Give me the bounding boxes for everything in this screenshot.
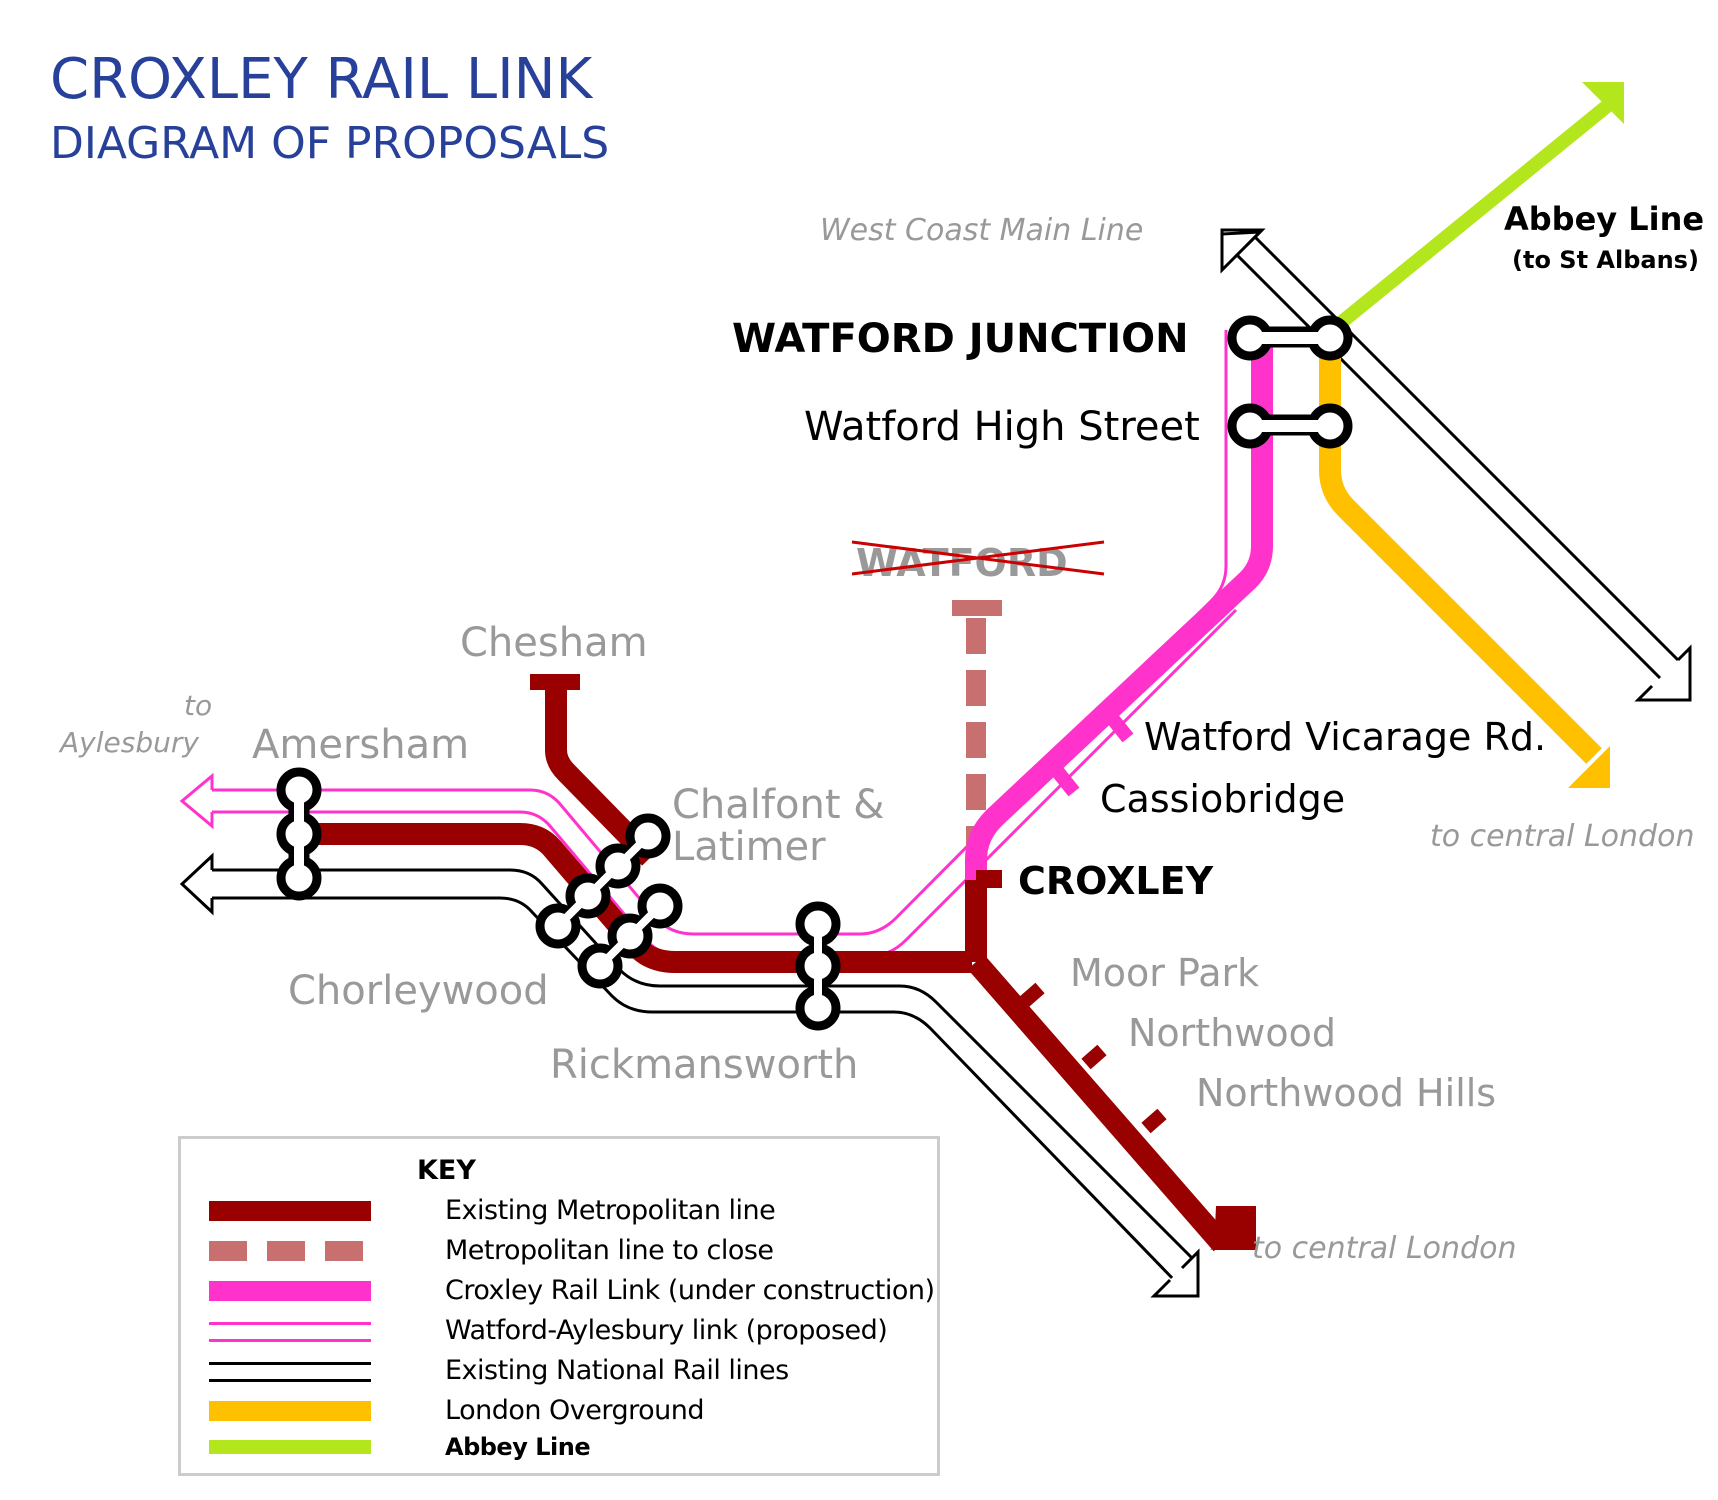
key-title: KEY <box>417 1155 476 1186</box>
label-to-aylesbury-line2: Aylesbury <box>58 726 199 759</box>
label-northwood[interactable]: Northwood <box>1128 1011 1336 1055</box>
wcml-arrow-south-icon <box>1634 644 1692 702</box>
key-item-metropolitan-to-close: Metropolitan line to close <box>209 1233 929 1269</box>
label-west-coast-main-line: West Coast Main Line <box>820 213 1143 248</box>
label-chesham[interactable]: Chesham <box>460 620 648 666</box>
key-label: Abbey Line <box>445 1433 591 1461</box>
key-swatch-watford-aylesbury-link <box>209 1322 371 1342</box>
croxley-rail-link <box>965 340 1273 880</box>
wcml-arrow-north-icon <box>1220 228 1266 274</box>
label-chalfont-latimer-line2[interactable]: Latimer <box>672 824 826 870</box>
croxley-station-tick <box>976 870 1002 888</box>
key-item-existing-metropolitan: Existing Metropolitan line <box>209 1193 929 1229</box>
key-swatch-metropolitan-to-close <box>209 1241 371 1261</box>
key-item-london-overground: London Overground <box>209 1393 929 1429</box>
metropolitan-station-ticks <box>1019 982 1167 1134</box>
station-tick-moor-park <box>1019 982 1045 1008</box>
key-label: Croxley Rail Link (under construction) <box>445 1275 935 1306</box>
label-cassiobridge[interactable]: Cassiobridge <box>1100 777 1345 821</box>
label-watford-high-street[interactable]: Watford High Street <box>804 404 1200 450</box>
overground-arrow-icon <box>1568 746 1610 788</box>
label-abbey-line: Abbey Line <box>1504 200 1704 238</box>
chiltern-arrow-south-icon <box>1150 1248 1200 1298</box>
map-key: KEY Existing Metropolitan line Metropoli… <box>178 1136 940 1476</box>
station-rickmansworth[interactable] <box>795 901 841 1031</box>
label-watford-junction[interactable]: WATFORD JUNCTION <box>732 316 1189 362</box>
label-chorleywood[interactable]: Chorleywood <box>288 968 549 1014</box>
aylesbury-arrow-west-icon <box>179 772 214 830</box>
london-overground-line <box>1319 340 1602 764</box>
station-tick-watford-vicarage-rd <box>1106 713 1134 743</box>
key-swatch-national-rail <box>209 1362 371 1382</box>
station-tick-cassiobridge <box>1052 767 1080 797</box>
key-swatch-croxley-rail-link <box>209 1281 371 1301</box>
label-northwood-hills[interactable]: Northwood Hills <box>1196 1071 1496 1115</box>
label-moor-park[interactable]: Moor Park <box>1070 951 1259 995</box>
key-label: Existing Metropolitan line <box>445 1195 776 1226</box>
key-swatch-london-overground <box>209 1401 371 1421</box>
station-watford-junction[interactable] <box>1227 315 1353 361</box>
diagram-title: CROXLEY RAIL LINK <box>50 47 593 112</box>
croxley-link-station-ticks <box>1052 713 1134 797</box>
label-overground-to-central-london: to central London <box>1430 819 1694 854</box>
label-amersham[interactable]: Amersham <box>252 722 469 768</box>
key-item-croxley-rail-link: Croxley Rail Link (under construction) <box>209 1273 935 1309</box>
key-label: Existing National Rail lines <box>445 1355 789 1386</box>
station-tick-northwood <box>1081 1044 1107 1070</box>
label-chalfont-latimer-line1[interactable]: Chalfont & <box>672 782 884 828</box>
station-tick-northwood-hills <box>1141 1108 1167 1134</box>
west-coast-main-line <box>1230 230 1688 688</box>
label-to-aylesbury-line1: to <box>184 689 212 722</box>
watford-closed-station: WATFORD <box>851 540 1105 585</box>
chiltern-arrow-west-icon <box>179 852 214 916</box>
watford-closed-terminus <box>952 600 1002 616</box>
key-swatch-existing-metropolitan <box>209 1201 371 1221</box>
key-label: London Overground <box>445 1395 705 1426</box>
cross-out-line <box>851 540 1105 576</box>
label-metropolitan-to-central-london: to central London <box>1252 1231 1516 1266</box>
key-swatch-abbey-line <box>209 1440 371 1454</box>
station-watford-high-street[interactable] <box>1227 403 1353 449</box>
station-chalfont-latimer[interactable] <box>535 813 671 949</box>
key-label: Metropolitan line to close <box>445 1235 774 1266</box>
chesham-terminus <box>530 674 580 690</box>
label-abbey-line-destination: (to St Albans) <box>1512 246 1699 274</box>
chiltern-national-rail-line <box>212 868 1198 1284</box>
abbey-line <box>1327 82 1624 336</box>
station-amersham[interactable] <box>276 767 322 901</box>
station-chorleywood[interactable] <box>577 883 683 989</box>
key-item-national-rail: Existing National Rail lines <box>209 1353 929 1389</box>
abbey-line-arrow-icon <box>1582 82 1624 124</box>
diagram-subtitle: DIAGRAM OF PROPOSALS <box>50 118 610 169</box>
metropolitan-arrow-icon <box>1210 1206 1256 1250</box>
label-croxley[interactable]: CROXLEY <box>1018 859 1214 903</box>
label-rickmansworth[interactable]: Rickmansworth <box>550 1042 858 1088</box>
label-watford-vicarage-rd[interactable]: Watford Vicarage Rd. <box>1144 715 1546 759</box>
key-item-watford-aylesbury-link: Watford-Aylesbury link (proposed) <box>209 1313 929 1349</box>
key-label: Watford-Aylesbury link (proposed) <box>445 1315 888 1346</box>
key-item-abbey-line: Abbey Line <box>209 1429 929 1465</box>
